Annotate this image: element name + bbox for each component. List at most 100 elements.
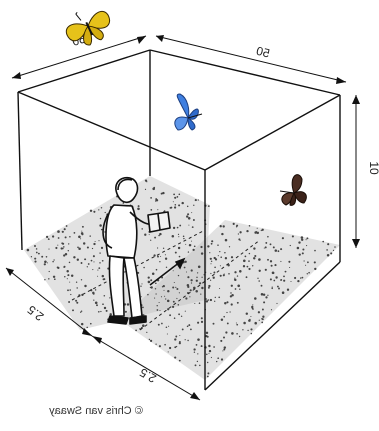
stipple-dot — [178, 193, 180, 195]
stipple-dot — [155, 293, 156, 294]
stipple-dot — [252, 265, 253, 266]
stipple-dot — [158, 324, 160, 326]
stipple-dot — [248, 268, 250, 270]
stipple-dot — [109, 297, 110, 298]
stipple-dot — [172, 306, 174, 308]
stipple-dot — [101, 207, 102, 208]
stipple-dot — [330, 252, 332, 254]
stipple-dot — [238, 238, 240, 240]
stipple-dot — [270, 278, 272, 280]
stipple-dot — [243, 265, 245, 267]
stipple-dot — [210, 299, 212, 301]
stipple-dot — [248, 260, 250, 262]
stipple-dot — [227, 322, 229, 324]
stipple-dot — [193, 348, 195, 350]
stipple-dot — [166, 326, 168, 328]
stipple-dot — [144, 234, 146, 236]
stipple-dot — [208, 205, 210, 207]
stipple-dot — [267, 295, 268, 296]
stipple-dot — [302, 277, 304, 279]
stipple-dot — [81, 323, 83, 325]
stipple-dot — [257, 228, 258, 229]
stipple-dot — [159, 261, 160, 262]
stipple-dot — [206, 354, 207, 355]
stipple-dot — [290, 281, 291, 282]
stipple-dot — [207, 362, 208, 363]
stipple-dot — [69, 289, 71, 291]
stipple-dot — [217, 244, 219, 246]
stipple-dot — [95, 289, 97, 291]
stipple-dot — [177, 227, 179, 229]
stipple-dot — [167, 290, 169, 292]
stipple-dot — [27, 249, 30, 252]
stipple-dot — [167, 333, 168, 334]
stipple-dot — [143, 267, 145, 269]
stipple-dot — [178, 204, 180, 206]
stipple-dot — [306, 237, 308, 239]
stipple-dot — [62, 243, 64, 245]
stipple-dot — [141, 228, 143, 230]
stipple-dot — [274, 264, 276, 266]
stipple-dot — [183, 236, 185, 238]
stipple-dot — [237, 302, 239, 304]
stipple-dot — [84, 258, 86, 260]
stipple-dot — [174, 282, 175, 283]
stipple-dot — [174, 357, 176, 359]
stipple-dot — [246, 276, 248, 278]
stipple-dot — [234, 271, 236, 273]
stipple-dot — [157, 247, 158, 248]
stipple-dot — [174, 317, 176, 319]
stipple-dot — [221, 358, 223, 360]
stipple-dot — [327, 254, 330, 257]
stipple-dot — [46, 236, 48, 238]
stipple-dot — [152, 272, 155, 275]
stipple-dot — [161, 296, 162, 297]
stipple-dot — [254, 297, 257, 300]
stipple-dot — [211, 261, 212, 262]
stipple-dot — [81, 279, 82, 280]
stipple-dot — [283, 280, 285, 282]
stipple-dot — [213, 323, 215, 325]
stipple-dot — [46, 256, 48, 258]
stipple-dot — [265, 296, 267, 298]
stipple-dot — [190, 289, 192, 291]
stipple-dot — [207, 299, 209, 301]
stipple-dot — [174, 206, 176, 208]
stipple-dot — [161, 323, 163, 325]
stipple-dot — [179, 256, 181, 258]
stipple-dot — [220, 256, 222, 258]
stipple-dot — [229, 311, 230, 312]
stipple-dot — [197, 361, 198, 362]
stipple-dot — [187, 213, 189, 215]
stipple-dot — [239, 231, 241, 233]
stipple-dot — [214, 301, 215, 302]
stipple-dot — [238, 233, 239, 234]
stipple-dot — [225, 257, 227, 259]
stipple-dot — [197, 322, 199, 324]
stipple-dot — [151, 286, 153, 288]
stipple-dot — [153, 254, 155, 256]
stipple-dot — [170, 207, 172, 209]
stipple-dot — [249, 253, 250, 254]
stipple-dot — [93, 243, 95, 245]
stipple-dot — [236, 324, 238, 326]
stipple-dot — [226, 301, 228, 303]
stipple-dot — [176, 288, 178, 290]
stipple-dot — [93, 299, 94, 300]
stipple-dot — [54, 278, 56, 280]
stipple-dot — [178, 275, 179, 276]
stipple-dot — [254, 255, 256, 257]
stipple-dot — [165, 258, 167, 260]
stipple-dot — [198, 199, 199, 200]
stipple-dot — [213, 346, 215, 348]
stipple-dot — [285, 271, 287, 273]
stipple-dot — [251, 333, 253, 335]
stipple-dot — [251, 306, 253, 308]
stipple-dot — [93, 211, 95, 213]
stipple-dot — [161, 193, 163, 195]
stipple-dot — [231, 303, 233, 305]
stipple-dot — [99, 224, 102, 227]
stipple-dot — [314, 268, 316, 270]
stipple-dot — [155, 344, 156, 345]
stipple-dot — [163, 285, 165, 287]
